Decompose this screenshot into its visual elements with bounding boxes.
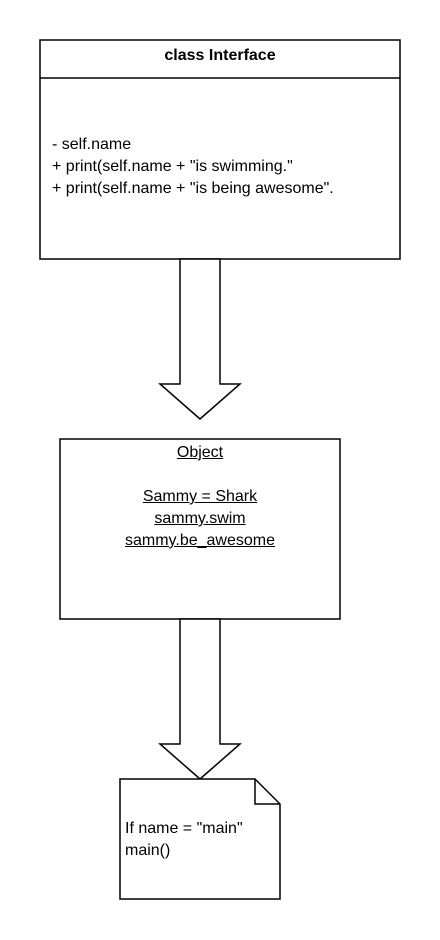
class-box-frame [39, 39, 401, 260]
object-box [59, 438, 341, 620]
class-title: class Interface [164, 47, 276, 64]
note-shape [119, 778, 281, 900]
arrow-object-to-note [158, 618, 242, 780]
note-frame [119, 778, 281, 900]
note-fold [254, 779, 280, 805]
object-line-swim: sammy.swim [154, 510, 246, 527]
note-line-condition: If name = "main" [125, 820, 243, 837]
note-line-call: main() [125, 842, 171, 859]
object-title: Object [176, 444, 224, 461]
object-line-be-awesome: sammy.be_awesome [125, 532, 275, 549]
object-line-instantiate: Sammy = Shark [142, 488, 258, 505]
class-member-name: - self.name [52, 136, 132, 153]
class-box [39, 39, 401, 260]
arrow-class-to-object [158, 258, 242, 420]
class-method-awesome: + print(self.name + "is being awesome". [52, 180, 334, 197]
class-method-swim: + print(self.name + "is swimming." [52, 158, 293, 175]
